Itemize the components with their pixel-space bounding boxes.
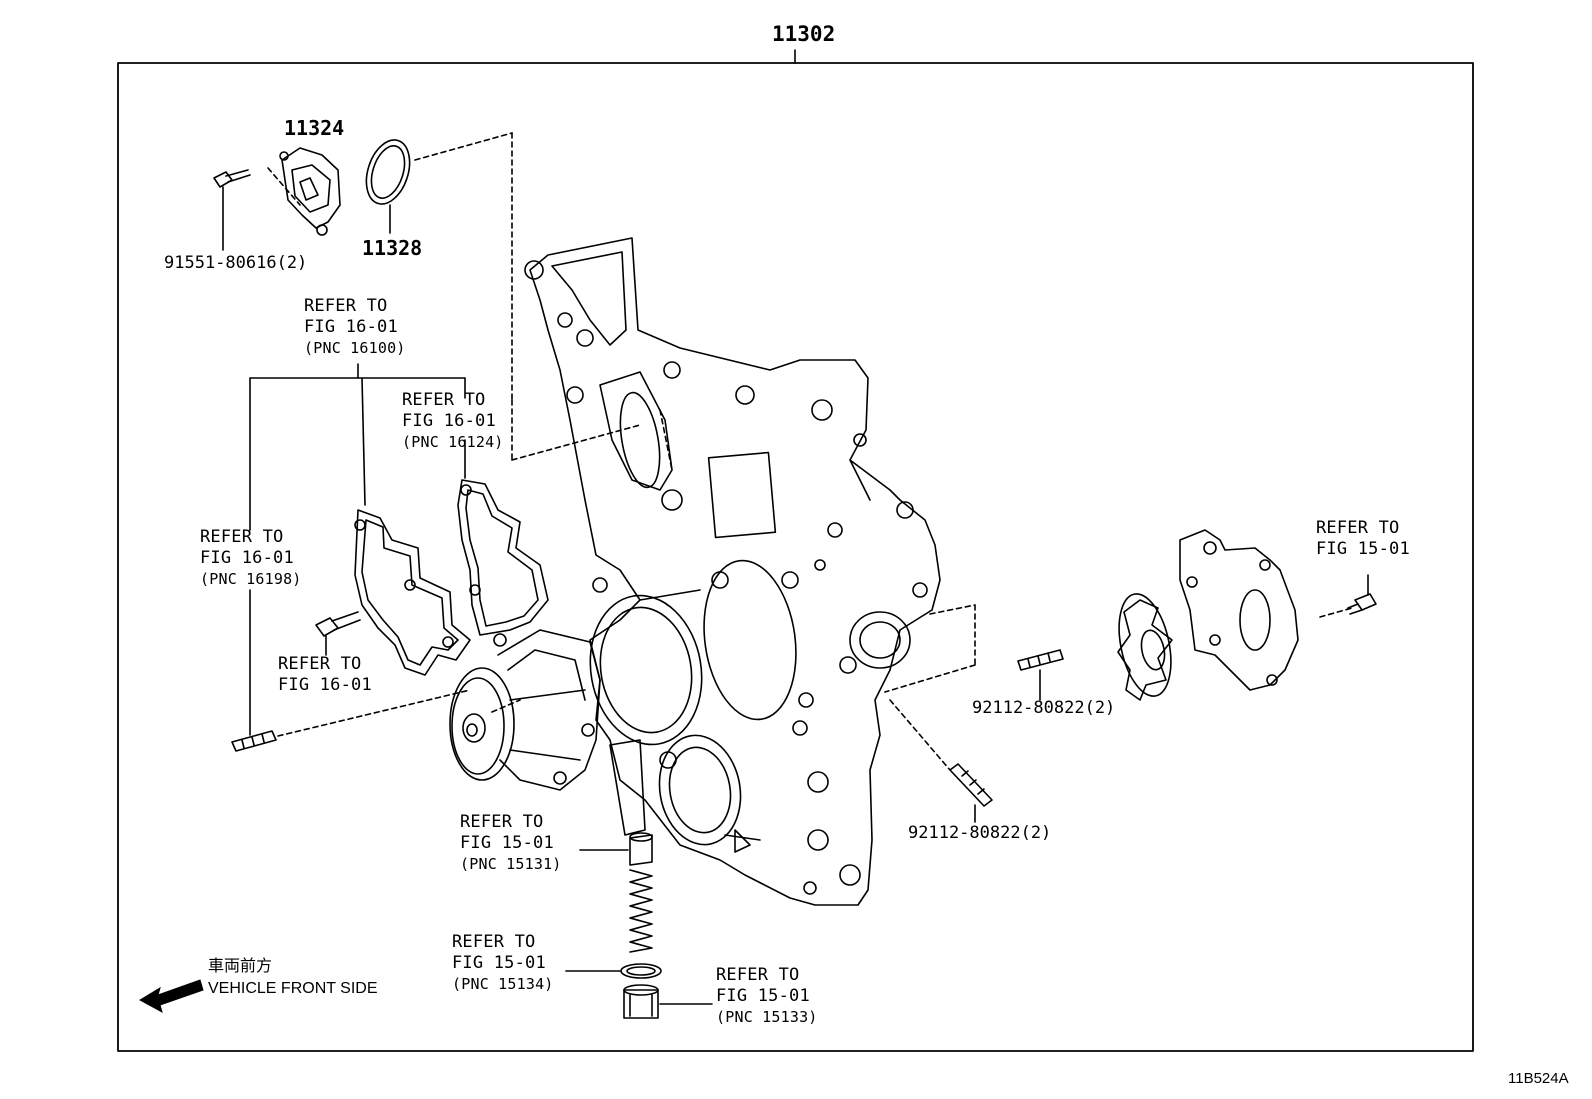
bolt-91551	[213, 169, 251, 251]
vehicle-front-en: VEHICLE FRONT SIDE	[208, 980, 378, 997]
ref-fig16-pnc16198[interactable]: REFER TO FIG 16-01 (PNC 16198)	[200, 527, 302, 590]
ref-line2: FIG 16-01	[200, 548, 294, 568]
oil-pump-leaders	[884, 604, 1353, 771]
vehicle-front-jp: 車両前方	[208, 958, 273, 975]
seal-housing-11324	[267, 147, 341, 236]
part-number-11324[interactable]: 11324	[284, 116, 345, 140]
bolt-oil-pump	[1347, 574, 1377, 615]
ref-line2: FIG 16-01	[402, 411, 496, 431]
ref-line3: (PNC 16100)	[304, 339, 406, 357]
relief-valve-gasket	[565, 963, 662, 979]
stud-left	[231, 689, 471, 752]
relief-valve-spring	[629, 869, 653, 953]
ref-line3: (PNC 15133)	[716, 1008, 818, 1026]
stud-right	[1017, 649, 1064, 701]
ref-fig15-pnc15131[interactable]: REFER TO FIG 15-01 (PNC 15131)	[460, 812, 562, 875]
part-number-92112-right[interactable]: 92112-80822(2)	[972, 698, 1116, 718]
ref-line1: REFER TO	[460, 812, 544, 832]
ref-fig15-oil-pump[interactable]: REFER TO FIG 15-01	[1316, 518, 1410, 560]
ref-line1: REFER TO	[278, 654, 362, 674]
ref-line1: REFER TO	[402, 390, 486, 410]
ref-line3: (PNC 16198)	[200, 570, 302, 588]
stud-lower	[949, 763, 993, 823]
part-number-91551[interactable]: 91551-80616(2)	[164, 253, 308, 273]
gasket-middle	[457, 479, 549, 636]
ref-fig15-pnc15134[interactable]: REFER TO FIG 15-01 (PNC 15134)	[452, 932, 554, 995]
ref-fig15-pnc15133[interactable]: REFER TO FIG 15-01 (PNC 15133)	[716, 965, 818, 1028]
oil-pump-rotor	[1117, 593, 1173, 701]
relief-valve-plug	[623, 984, 713, 1019]
ref-line2: FIG 15-01	[1316, 539, 1410, 559]
ref-line1: REFER TO	[200, 527, 284, 547]
figure-code: 11B524A	[1508, 1070, 1569, 1087]
ref-line2: FIG 15-01	[460, 833, 554, 853]
timing-cover-11302	[524, 237, 941, 906]
ref-fig16-bolt[interactable]: REFER TO FIG 16-01	[278, 654, 372, 696]
ref-fig16-pnc16100[interactable]: REFER TO FIG 16-01 (PNC 16100)	[304, 296, 406, 359]
assembly-number: 11302	[772, 22, 836, 46]
ref-line2: FIG 15-01	[716, 986, 810, 1006]
ref-line3: (PNC 16124)	[402, 433, 504, 451]
water-pump	[449, 629, 601, 791]
ref-line3: (PNC 15134)	[452, 975, 554, 993]
relief-valve-plunger	[579, 832, 653, 866]
bolt-fig16	[315, 611, 361, 656]
ref-line2: FIG 15-01	[452, 953, 546, 973]
ref-line1: REFER TO	[1316, 518, 1400, 538]
ref-fig16-pnc16124[interactable]: REFER TO FIG 16-01 (PNC 16124)	[402, 390, 504, 453]
ref-line1: REFER TO	[716, 965, 800, 985]
part-number-11328[interactable]: 11328	[362, 236, 423, 260]
part-number-92112-lower[interactable]: 92112-80822(2)	[908, 823, 1052, 843]
ref-line1: REFER TO	[304, 296, 388, 316]
ref-line1: REFER TO	[452, 932, 536, 952]
ref-line2: FIG 16-01	[278, 675, 372, 695]
ref-line2: FIG 16-01	[304, 317, 398, 337]
oil-pump-cover	[1179, 529, 1299, 691]
gasket-left	[354, 509, 471, 676]
ref-leaders-left	[249, 363, 641, 736]
o-ring-11328	[365, 132, 513, 401]
vehicle-front-arrow	[138, 979, 204, 1014]
vehicle-front-label: 車両前方 VEHICLE FRONT SIDE	[208, 956, 378, 1000]
diagram-frame	[117, 62, 1474, 1052]
ref-line3: (PNC 15131)	[460, 855, 562, 873]
